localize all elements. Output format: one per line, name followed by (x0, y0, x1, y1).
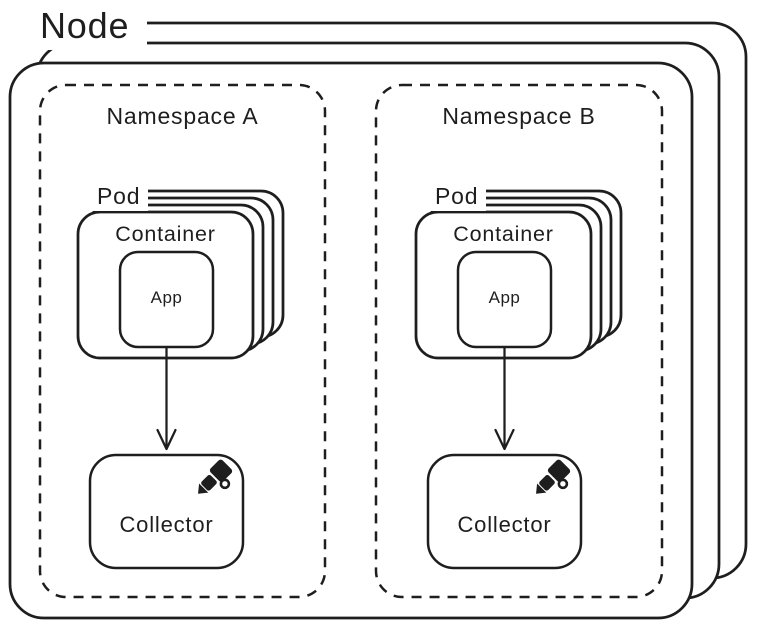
namespace-b-box (374, 83, 664, 599)
collector-label-a: Collector (119, 512, 214, 537)
collector-label-b: Collector (457, 512, 552, 537)
node-label: Node (28, 2, 148, 50)
telescope-icon (536, 459, 571, 494)
namespace-b-label: Namespace B (442, 103, 596, 129)
telescope-icon (198, 459, 233, 494)
pod-label-b: Pod (422, 182, 487, 211)
namespace-a-contents (76, 189, 285, 570)
app-label-a: App (150, 288, 183, 307)
namespace-b-contents (414, 189, 623, 570)
arrow-app-to-collector-b (494, 346, 515, 451)
namespace-a-box (38, 83, 327, 599)
arrow-app-to-collector-a (156, 346, 177, 451)
pod-label-a: Pod (84, 182, 149, 211)
namespace-a-label: Namespace A (106, 103, 259, 129)
app-label-b: App (488, 288, 521, 307)
container-label-b: Container (453, 222, 554, 246)
container-label-a: Container (115, 222, 216, 246)
